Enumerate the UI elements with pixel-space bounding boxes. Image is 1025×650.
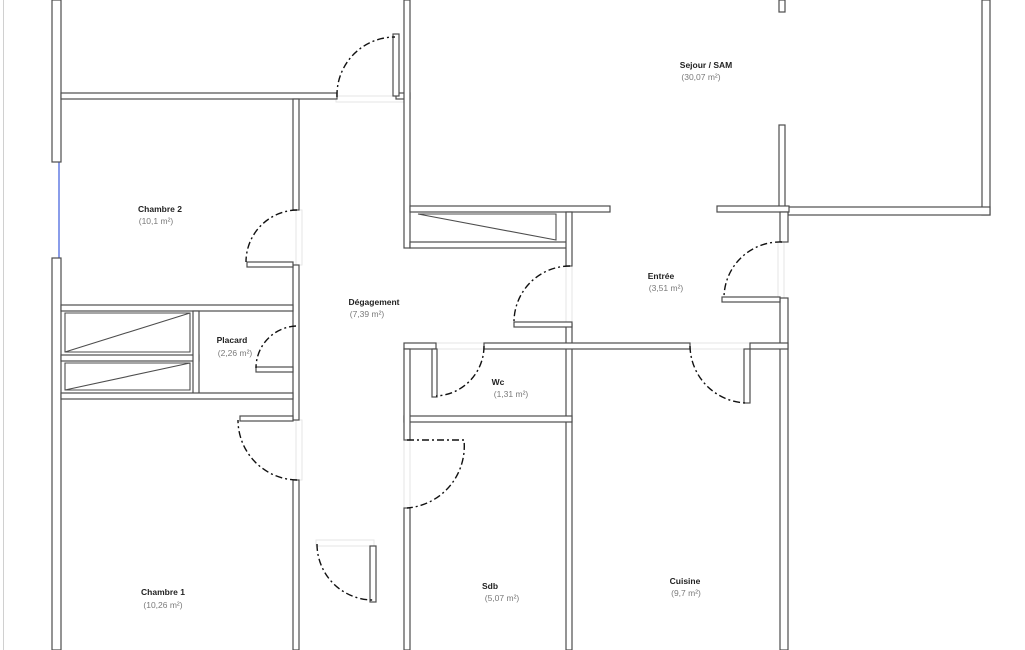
opening-sdb — [403, 439, 411, 509]
label-chambre1-name: Chambre 1 — [141, 587, 185, 597]
label-placard-area: (2,26 m²) — [218, 348, 253, 358]
label-sdb-name: Sdb — [482, 581, 498, 591]
opening-chambre2 — [295, 209, 303, 266]
wall-entree-bottom-left — [513, 321, 573, 328]
closet-markers — [64, 213, 557, 391]
wall-chambre2-door-step — [246, 261, 294, 268]
wall-entree-top-right — [716, 205, 790, 213]
label-chambre1-area: (10,26 m²) — [143, 600, 182, 610]
opening-sejour — [335, 95, 405, 103]
wall-placard-step — [255, 366, 294, 373]
label-chambre2-area: (10,1 m²) — [139, 216, 174, 226]
wall-partition-top — [778, 0, 786, 13]
opening-chambre1 — [295, 419, 303, 481]
wall-closet-vertical — [192, 310, 200, 395]
label-cuisine-name: Cuisine — [670, 576, 701, 586]
wall-bottom-corridor-jamb — [369, 545, 377, 603]
label-sejour-name: Sejour / SAM — [680, 60, 732, 70]
wall-degagement-left-mid — [292, 264, 300, 421]
walls — [51, 0, 991, 650]
label-sejour-area: (30,07 m²) — [681, 72, 720, 82]
wall-sejour-bottom-right — [787, 206, 991, 216]
door-swing-sejour — [336, 36, 396, 98]
label-entree-area: (3,51 m²) — [649, 283, 684, 293]
wall-left-exterior — [51, 0, 62, 163]
label-entree-name: Entrée — [648, 271, 675, 281]
door-swing-sdb — [406, 439, 466, 509]
wall-closet-bottom — [409, 241, 571, 249]
wall-sejour-right — [981, 0, 991, 216]
door-swing-bottom — [316, 543, 374, 601]
wall-left-exterior-2 — [51, 257, 62, 650]
opening-bottom — [315, 539, 375, 547]
wall-entree-top-left — [409, 205, 611, 213]
wall-cuisine-top-right — [749, 342, 789, 350]
wall-wc-top — [403, 342, 437, 350]
wall-degagement-left-bot — [292, 479, 300, 650]
wall-entree-right-upper — [779, 211, 789, 243]
wall-entree-left — [565, 211, 573, 267]
wall-wc-jamb — [431, 348, 438, 398]
label-wc-area: (1,31 m²) — [494, 389, 529, 399]
wall-sejour-left — [403, 0, 411, 249]
wall-jamb-sejour — [392, 33, 400, 97]
wall-wc-left — [403, 348, 411, 441]
label-chambre2-name: Chambre 2 — [138, 204, 182, 214]
wall-entree-right-lower — [779, 297, 789, 650]
openings — [295, 95, 785, 547]
wall-wc-top-mid — [483, 342, 691, 350]
wall-partition-mid — [778, 124, 786, 208]
closet-diagonal-top — [417, 213, 557, 241]
wall-chambre1-door-step — [239, 415, 294, 422]
wall-chambre1-top — [60, 392, 294, 400]
opening-entree — [565, 265, 573, 325]
wall-closet-mid — [60, 354, 200, 362]
door-swing-front — [723, 241, 783, 299]
label-sdb-area: (5,07 m²) — [485, 593, 520, 603]
label-degagement-name: Dégagement — [348, 297, 399, 307]
room-labels: Sejour / SAM (30,07 m²) Chambre 2 (10,1 … — [138, 60, 732, 610]
door-swing-cuisine — [689, 345, 749, 404]
door-swing-entree — [513, 265, 571, 323]
wall-sdb-left — [403, 507, 411, 650]
opening-cuisine — [689, 342, 751, 350]
opening-wc — [435, 342, 485, 350]
door-swing-placard — [255, 325, 297, 369]
door-swing-wc — [435, 345, 485, 397]
wall-chambre2-top — [60, 92, 338, 100]
wall-chambre2-bottom — [60, 304, 294, 312]
wall-entree-step — [721, 296, 781, 303]
wall-entree-left-lower — [565, 323, 573, 650]
closet-diagonal-left-2 — [64, 362, 191, 391]
closet-diagonal-left-1 — [64, 312, 191, 353]
wall-degagement-left-top — [292, 98, 300, 211]
door-swing-chambre1 — [237, 419, 298, 481]
opening-front-door — [777, 241, 785, 301]
label-placard-name: Placard — [217, 335, 248, 345]
wall-cuisine-jamb — [743, 348, 751, 404]
label-degagement-area: (7,39 m²) — [350, 309, 385, 319]
label-cuisine-area: (9,7 m²) — [671, 588, 701, 598]
door-swing-chambre2 — [245, 209, 298, 263]
label-wc-name: Wc — [492, 377, 505, 387]
doors — [237, 36, 783, 601]
wall-wc-bottom — [403, 415, 573, 423]
